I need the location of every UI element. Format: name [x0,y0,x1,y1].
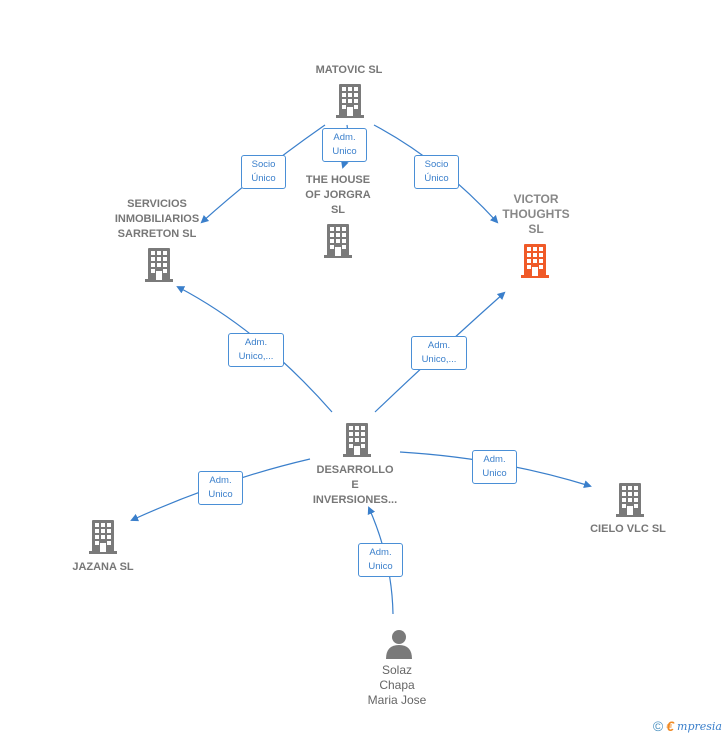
footer-watermark: © €mpresia [653,718,722,734]
node-label-matovic[interactable]: MATOVIC SL [315,64,383,76]
node-label-jazana[interactable]: JAZANA SL [72,561,134,573]
brand-logo-text: mpresia [677,719,722,733]
edge-label-desarrollo-victor[interactable]: Adm. Unico,... [411,336,467,370]
person-icon[interactable] [385,629,413,659]
building-icon[interactable] [343,423,371,457]
node-label-servicios[interactable]: SERVICIOS INMOBILIARIOS SARRETON SL [114,198,200,240]
edge-label-desarrollo-servicios[interactable]: Adm. Unico,... [228,333,284,367]
copyright-icon: © [652,718,664,734]
building-icon[interactable] [616,483,644,517]
building-icon[interactable] [324,224,352,258]
edge-label-desarrollo-jazana[interactable]: Adm. Unico [198,471,243,505]
building-icon[interactable] [89,520,117,554]
edge-label-solaz-desarrollo[interactable]: Adm. Unico [358,543,403,577]
node-label-house-jorgra[interactable]: THE HOUSE OF JORGRA SL [305,174,371,216]
edge-label-matovic-victor[interactable]: Socio Único [414,155,459,189]
node-label-desarrollo[interactable]: DESARROLLO E INVERSIONES... [312,464,398,506]
node-label-victor[interactable]: VICTOR THOUGHTS SL [502,192,570,236]
edge-label-desarrollo-cielo[interactable]: Adm. Unico [472,450,517,484]
building-icon-highlighted[interactable] [521,244,549,278]
edge-label-matovic-servicios[interactable]: Socio Único [241,155,286,189]
node-label-cielo[interactable]: CIELO VLC SL [590,523,666,535]
node-label-solaz[interactable]: Solaz Chapa Maria Jose [367,663,427,707]
building-icon[interactable] [336,84,364,118]
brand-logo-initial: € [666,718,675,734]
building-icon[interactable] [145,248,173,282]
edge-label-matovic-house[interactable]: Adm. Unico [322,128,367,162]
